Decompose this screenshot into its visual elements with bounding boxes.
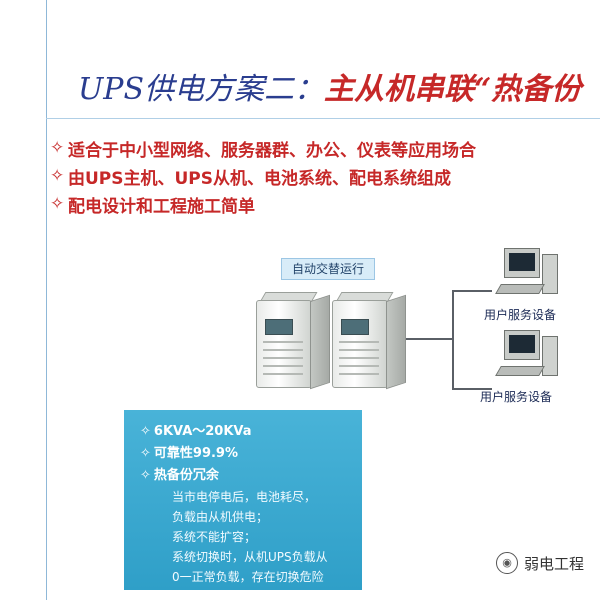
bullet-text: 由UPS主机、UPS从机、电池系统、配电系统组成: [68, 168, 452, 189]
spec-note: 0一正常负载，存在切换危险: [172, 570, 324, 584]
bullet-text: 配电设计和工程施工简单: [68, 196, 255, 217]
keyboard: [495, 366, 545, 376]
ups-side: [310, 294, 330, 390]
ups-display-panel: [341, 319, 369, 335]
ups-slave-unit: [332, 292, 408, 392]
spec-note: 系统切换时，从机UPS负载从: [172, 550, 328, 564]
ups-master-unit: [256, 292, 332, 392]
diamond-outline-icon: ✧: [140, 446, 151, 461]
slide-title: UPS供电方案二：主从机串联“热备份: [78, 64, 581, 108]
monitor: [504, 330, 540, 360]
spec-note: 当市电停电后，电池耗尽，: [172, 490, 317, 504]
watermark: ◉ 弱电工程: [496, 548, 600, 578]
connection-line: [406, 338, 452, 340]
user-device-label: 用户服务设备: [480, 390, 553, 404]
ups-vent: [263, 341, 303, 381]
diamond-outline-icon: ✧: [50, 194, 65, 214]
auto-alternate-label: 自动交替运行: [281, 258, 375, 280]
bullet-text: 适合于中小型网络、服务器群、办公、仪表等应用场合: [68, 140, 476, 161]
watermark-text: 弱电工程: [524, 554, 585, 573]
computer-icon: [494, 248, 564, 310]
title-highlight: 主从机串联“热备份: [324, 72, 582, 107]
ups-body: [332, 300, 388, 388]
spec-item: ✧热备份冗余: [140, 468, 219, 483]
keyboard: [495, 284, 545, 294]
spec-item: ✧6KVA～20KVa: [140, 424, 252, 439]
title-prefix: UPS供电方案二：: [78, 72, 325, 107]
connection-line: [452, 290, 454, 390]
ups-body: [256, 300, 312, 388]
connection-line: [452, 388, 492, 390]
spec-note: 系统不能扩容；: [172, 530, 257, 544]
connection-line: [452, 290, 492, 292]
diamond-outline-icon: ✧: [50, 138, 65, 158]
computer-icon: [494, 330, 564, 392]
diamond-outline-icon: ✧: [50, 166, 65, 186]
spec-note: 负载由从机供电；: [172, 510, 269, 524]
monitor: [504, 248, 540, 278]
ups-vent: [339, 341, 379, 381]
pc-tower: [542, 336, 558, 376]
wechat-icon: ◉: [496, 552, 518, 574]
title-divider: [46, 118, 600, 119]
bullet-item: ✧ 配电设计和工程施工简单: [50, 190, 600, 218]
bullet-item: ✧ 适合于中小型网络、服务器群、办公、仪表等应用场合: [50, 134, 600, 162]
pc-tower: [542, 254, 558, 294]
diamond-outline-icon: ✧: [140, 424, 151, 439]
bullet-list: ✧ 适合于中小型网络、服务器群、办公、仪表等应用场合 ✧ 由UPS主机、UPS从…: [50, 134, 600, 218]
slide-margin-line: [46, 0, 47, 600]
spec-infobox: ✧6KVA～20KVa ✧可靠性99.9% ✧热备份冗余 当市电停电后，电池耗尽…: [124, 410, 362, 590]
bullet-item: ✧ 由UPS主机、UPS从机、电池系统、配电系统组成: [50, 162, 600, 190]
spec-item: ✧可靠性99.9%: [140, 446, 239, 461]
user-device-label: 用户服务设备: [484, 308, 557, 322]
ups-display-panel: [265, 319, 293, 335]
diamond-outline-icon: ✧: [140, 468, 151, 483]
ups-side: [386, 294, 406, 390]
